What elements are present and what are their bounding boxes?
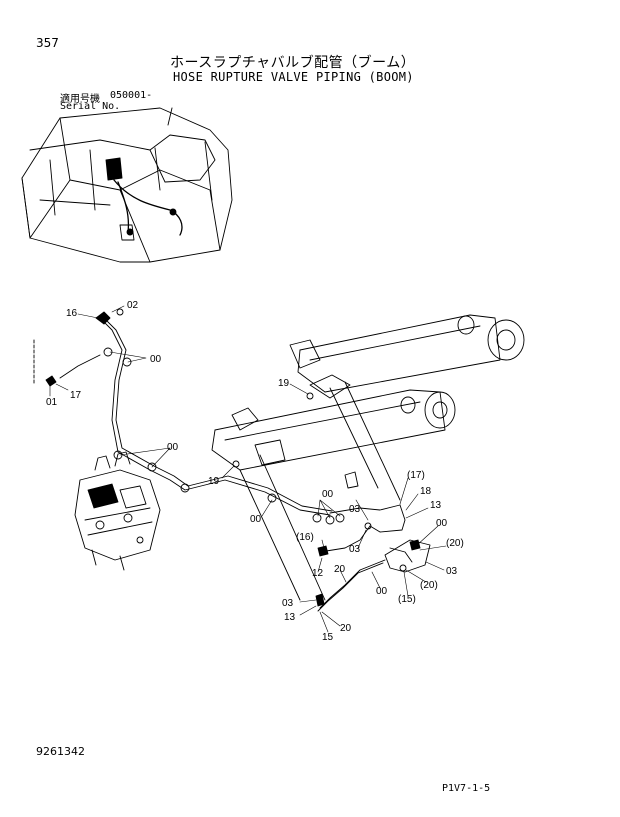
callout-17: 17 bbox=[70, 390, 82, 401]
callout-03: 03 bbox=[282, 598, 294, 609]
callout-15: 15 bbox=[322, 632, 334, 643]
serial-label-english: Serial No. bbox=[60, 101, 121, 112]
callout-13: 13 bbox=[284, 612, 296, 623]
leader-lines bbox=[49, 305, 447, 633]
page-title-english: HOSE RUPTURE VALVE PIPING (BOOM) bbox=[173, 70, 414, 84]
callout-03: 03 bbox=[446, 566, 458, 577]
serial-label-japanese: 適用号機 bbox=[60, 94, 100, 105]
callout-03: 03 bbox=[349, 544, 361, 555]
callout-00: 00 bbox=[150, 354, 162, 365]
boom-structure bbox=[211, 314, 525, 601]
callout-20-ref: (20) bbox=[446, 538, 464, 549]
hose-routing bbox=[33, 308, 431, 612]
callout-00: 00 bbox=[376, 586, 388, 597]
callout-16: 16 bbox=[66, 308, 78, 319]
callout-12: 12 bbox=[312, 568, 324, 579]
callout-00: 00 bbox=[250, 514, 262, 525]
callout-00: 00 bbox=[167, 442, 179, 453]
callout-02: 02 bbox=[127, 300, 139, 311]
callout-00: 00 bbox=[436, 518, 448, 529]
callout-20: 20 bbox=[340, 623, 352, 634]
callout-18: 18 bbox=[420, 486, 432, 497]
callout-19: 19 bbox=[278, 378, 290, 389]
page-code: P1V7-1-5 bbox=[442, 783, 491, 794]
callout-03: 03 bbox=[349, 504, 361, 515]
callout-labels: 16 02 00 01 17 00 19 19 00 00 (17) 18 13… bbox=[46, 300, 464, 643]
callout-17-ref: (17) bbox=[407, 470, 425, 481]
serial-value: 050001- bbox=[110, 90, 153, 101]
callout-19: 19 bbox=[208, 476, 220, 487]
callout-13: 13 bbox=[430, 500, 442, 511]
machine-overview-inset bbox=[21, 107, 233, 263]
callout-01: 01 bbox=[46, 397, 58, 408]
callout-20-ref: (20) bbox=[420, 580, 438, 591]
page-number: 357 bbox=[36, 36, 59, 50]
callout-15-ref: (15) bbox=[398, 594, 416, 605]
callout-00: 00 bbox=[322, 489, 334, 500]
page-title-japanese: ホースラプチャバルブ配管（ブーム） bbox=[170, 55, 416, 71]
callout-20: 20 bbox=[334, 564, 346, 575]
control-valve bbox=[74, 451, 161, 571]
callout-16-ref: (16) bbox=[296, 532, 314, 543]
document-number: 9261342 bbox=[36, 745, 85, 758]
